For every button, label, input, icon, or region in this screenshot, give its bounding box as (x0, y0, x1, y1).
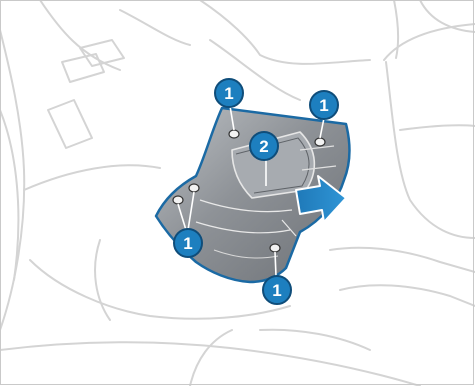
callout-label: 1 (272, 281, 281, 300)
callout-2-cover: 2 (250, 132, 278, 160)
callout-label: 1 (183, 234, 192, 253)
callout-1-bottom-left: 1 (174, 229, 202, 257)
callout-1-bottom-right: 1 (263, 276, 291, 304)
screw-icon (189, 184, 199, 192)
screw-icon (315, 138, 325, 146)
screw-icon (173, 196, 183, 204)
callout-1-top-right: 1 (310, 91, 338, 119)
callout-label: 1 (224, 84, 233, 103)
callout-1-top-left: 1 (215, 79, 243, 107)
screw-icon (229, 130, 239, 138)
callout-label: 1 (319, 96, 328, 115)
callout-label: 2 (259, 137, 268, 156)
screw-icon (270, 244, 280, 252)
